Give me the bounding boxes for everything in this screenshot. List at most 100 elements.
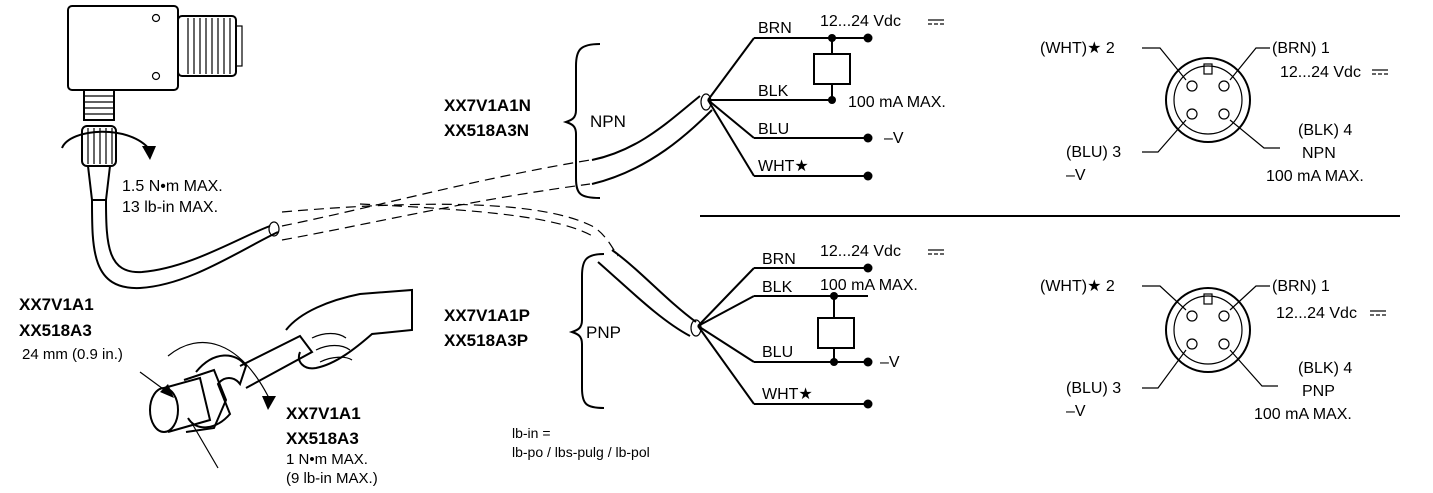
- pnp-wire-blu-a: [697, 325, 755, 363]
- pnp-minus-v-label: –V: [880, 354, 900, 371]
- pnp-wht-label: WHT★: [762, 386, 813, 403]
- wrench-direction-arrowhead: [262, 396, 276, 410]
- npn-blu-label: BLU: [758, 121, 789, 138]
- npn-pin3-value: –V: [1066, 167, 1086, 184]
- connector-face-npn: [1142, 47, 1280, 153]
- torque1-line2: 13 lb-in MAX.: [122, 199, 218, 216]
- pnp-connector-key: [1203, 293, 1213, 305]
- pnp-pin3-value: –V: [1066, 403, 1086, 420]
- npn-junction-top: [828, 34, 836, 42]
- pnp-pin2-leader: [1142, 285, 1187, 311]
- npn-pin1-value: 12...24 Vdc: [1280, 64, 1361, 81]
- npn-brn-label: BRN: [758, 20, 792, 37]
- wrench-size-leader-2: [189, 419, 219, 469]
- pnp-cable-lower: [597, 261, 691, 337]
- npn-model-2: XX518A3N: [444, 121, 529, 140]
- wrench-illustration: [139, 288, 413, 469]
- npn-connector-inner-ring: [1173, 65, 1243, 135]
- wrench-head: [187, 354, 248, 429]
- hand-finger-3: [319, 356, 353, 363]
- pnp-bracket: [568, 253, 605, 409]
- npn-pin4-type: NPN: [1302, 145, 1336, 162]
- pnp-terminal-blu: [863, 357, 873, 367]
- pnp-terminal-wht: [863, 399, 873, 409]
- pnp-pin4-leader: [1229, 349, 1278, 387]
- sensor-illustration: [61, 5, 280, 290]
- pnp-cable-upper: [611, 249, 697, 323]
- cable-coupling-nut: [81, 125, 117, 201]
- pnp-pin-1: [1218, 310, 1230, 322]
- npn-model-1: XX7V1A1N: [444, 96, 531, 115]
- npn-pin4-label: (BLK) 4: [1298, 122, 1352, 139]
- pnp-current-label: 100 mA MAX.: [820, 277, 918, 294]
- npn-blk-label: BLK: [758, 83, 789, 100]
- npn-pin-4: [1218, 108, 1230, 120]
- npn-junction-blk: [828, 96, 836, 104]
- hand-outline: [285, 288, 413, 370]
- npn-pin2-leader: [1142, 47, 1187, 81]
- torque-rotation-arrowhead: [142, 146, 156, 160]
- torque-rotation-arrow: [61, 130, 151, 151]
- pnp-wire-wht-a: [697, 325, 755, 405]
- npn-bracket: [562, 43, 601, 199]
- pnp-terminal-brn: [863, 263, 873, 273]
- pnp-pin1-label: (BRN) 1: [1272, 278, 1330, 295]
- pnp-wiring: XX7V1A1P XX518A3P PNP BRN 12...24 Vdc: [444, 243, 944, 409]
- wrench-size-leader-arrow: [160, 384, 174, 398]
- wrench-model-2: XX518A3: [286, 429, 359, 448]
- npn-cable-lower: [591, 109, 713, 185]
- connector-face-pnp: [1142, 285, 1278, 389]
- npn-pin-2: [1186, 80, 1198, 92]
- pnp-load-box: [817, 317, 855, 349]
- npn-load-box: [813, 53, 851, 85]
- npn-terminal-blu: [863, 133, 873, 143]
- npn-terminal-brn: [863, 33, 873, 43]
- pnp-wire-blk-a: [697, 295, 755, 327]
- sensor-side-connector: [177, 15, 243, 77]
- pnp-wire-brn: [697, 267, 755, 327]
- sensor-screw-hole-bottom: [151, 71, 161, 81]
- npn-cable-upper: [591, 95, 701, 161]
- npn-pin3-label: (BLU) 3: [1066, 144, 1121, 161]
- npn-pin1-label: (BRN) 1: [1272, 40, 1330, 57]
- wrench-size-label: 24 mm (0.9 in.): [22, 346, 123, 363]
- pnp-pin1-value: 12...24 Vdc: [1276, 305, 1357, 322]
- pnp-junction-blk: [830, 292, 838, 300]
- pnp-connector-outer-ring: [1165, 287, 1251, 373]
- npn-wire-brn: [707, 37, 755, 101]
- npn-terminal-wht: [863, 171, 873, 181]
- torque2-line1: 1 N•m MAX.: [286, 451, 368, 468]
- npn-minus-v-label: –V: [884, 130, 904, 147]
- pnp-model-2: XX518A3P: [444, 331, 528, 350]
- pnp-pin-4: [1218, 338, 1230, 350]
- wrench-sensor-barrel: [163, 376, 212, 433]
- unit-note-line1: lb-in =: [512, 425, 551, 441]
- pnp-pin3-leader: [1142, 349, 1187, 389]
- wrench-arc-line: [167, 342, 271, 401]
- npn-supply-label: 12...24 Vdc: [820, 13, 901, 30]
- npn-pin4-leader: [1229, 119, 1280, 149]
- npn-pin3-leader: [1142, 119, 1187, 153]
- npn-pin2-label: (WHT)★ 2: [1040, 40, 1115, 57]
- wrench-handle: [239, 334, 314, 389]
- npn-wht-label: WHT★: [758, 158, 809, 175]
- hand-finger-2: [315, 344, 351, 351]
- pnp-supply-label: 12...24 Vdc: [820, 243, 901, 260]
- pnp-connector-inner-ring: [1173, 295, 1243, 365]
- npn-current-label: 100 mA MAX.: [848, 94, 946, 111]
- pnp-pin-2: [1186, 310, 1198, 322]
- npn-dc-symbol-icon: [928, 19, 944, 25]
- npn-connector-key: [1203, 63, 1213, 75]
- npn-wire-wht-a: [707, 99, 755, 177]
- torque1-line1: 1.5 N•m MAX.: [122, 178, 223, 195]
- npn-wire-blu-a: [707, 99, 755, 139]
- npn-pin1-leader: [1229, 47, 1270, 81]
- unit-note-line2: lb-po / lbs-pulg / lb-pol: [512, 444, 650, 460]
- pnp-brn-label: BRN: [762, 251, 796, 268]
- sensor-bottom-connector: [83, 89, 115, 121]
- cable-end: [268, 221, 280, 237]
- npn-wiring: XX7V1A1N XX518A3N NPN BRN 12...24 Vdc: [444, 13, 946, 199]
- pnp-pin3-label: (BLU) 3: [1066, 380, 1121, 397]
